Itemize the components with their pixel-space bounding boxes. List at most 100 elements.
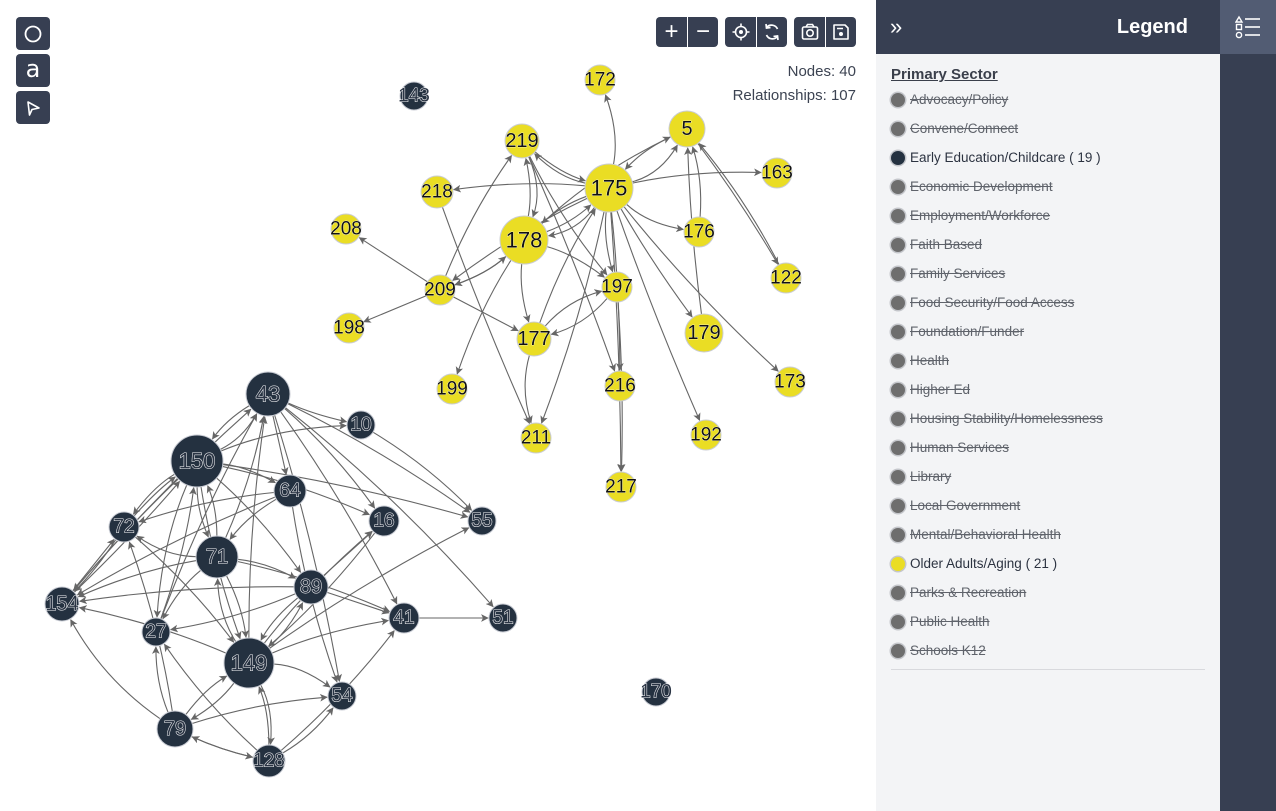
relationship-edge[interactable] <box>326 591 390 615</box>
legend-item[interactable]: Convene/Connect <box>891 114 1205 143</box>
collapse-legend-button[interactable]: » <box>890 14 903 39</box>
node-circle[interactable] <box>605 471 637 503</box>
legend-item[interactable]: Local Government <box>891 491 1205 520</box>
relationship-edge[interactable] <box>220 422 347 452</box>
node-circle[interactable] <box>368 505 400 537</box>
node-circle[interactable] <box>668 110 706 148</box>
legend-item[interactable]: Advocacy/Policy <box>891 85 1205 114</box>
relationship-edge[interactable] <box>74 539 117 592</box>
relationship-edge[interactable] <box>529 155 608 276</box>
node-circle[interactable] <box>424 274 456 306</box>
graph-node[interactable]: 211 <box>520 422 552 454</box>
relationship-edge[interactable] <box>196 486 210 538</box>
node-circle[interactable] <box>170 434 224 488</box>
relationship-edge[interactable] <box>76 496 276 596</box>
relationship-edge[interactable] <box>79 586 295 605</box>
relationship-edge[interactable] <box>534 151 586 183</box>
legend-item[interactable]: Library <box>891 462 1205 491</box>
node-circle[interactable] <box>584 64 616 96</box>
graph-node[interactable]: 199 <box>436 373 468 405</box>
node-circle[interactable] <box>388 602 420 634</box>
relationship-edge[interactable] <box>226 575 250 638</box>
relationship-edge[interactable] <box>626 203 684 233</box>
relationship-edge[interactable] <box>528 156 616 372</box>
relationship-edge[interactable] <box>225 415 267 539</box>
center-view-button[interactable] <box>725 17 756 47</box>
relationship-edge[interactable] <box>520 263 531 323</box>
relationship-edge[interactable] <box>539 208 596 324</box>
node-circle[interactable] <box>774 366 806 398</box>
relationship-edge[interactable] <box>72 408 252 592</box>
relationship-edge[interactable] <box>170 593 296 633</box>
relationship-edge[interactable] <box>604 94 616 165</box>
graph-node[interactable]: 55 <box>467 506 497 536</box>
relationship-edge[interactable] <box>185 675 228 715</box>
legend-item[interactable]: Foundation/Funder <box>891 317 1205 346</box>
graph-node[interactable]: 72 <box>108 511 140 543</box>
node-circle[interactable] <box>584 163 634 213</box>
legend-item[interactable]: Human Services <box>891 433 1205 462</box>
relationship-edge[interactable] <box>162 569 202 620</box>
node-circle[interactable] <box>399 81 429 111</box>
graph-node[interactable]: 218 <box>420 175 454 209</box>
graph-node[interactable]: 209 <box>424 274 456 306</box>
node-circle[interactable] <box>690 419 722 451</box>
node-circle[interactable] <box>641 677 671 707</box>
node-circle[interactable] <box>420 175 454 209</box>
node-circle[interactable] <box>467 506 497 536</box>
legend-item[interactable]: Family Services <box>891 259 1205 288</box>
graph-node[interactable]: 154 <box>44 586 80 622</box>
save-button[interactable] <box>825 17 856 47</box>
relationship-edge[interactable] <box>616 210 701 422</box>
relationship-edge[interactable] <box>280 411 398 605</box>
pointer-tool-button[interactable] <box>16 91 50 124</box>
relationship-edge[interactable] <box>523 157 532 217</box>
graph-node[interactable]: 178 <box>499 215 549 265</box>
relationship-edge[interactable] <box>136 535 197 558</box>
node-circle[interactable] <box>683 216 715 248</box>
relationship-edge[interactable] <box>546 246 605 278</box>
graph-node[interactable]: 172 <box>584 64 616 96</box>
node-circle[interactable] <box>684 313 724 353</box>
relationship-edge[interactable] <box>229 498 277 540</box>
relationship-edge[interactable] <box>216 477 302 573</box>
graph-node[interactable]: 192 <box>690 419 722 451</box>
graph-node[interactable]: 64 <box>273 474 307 508</box>
graph-node[interactable]: 208 <box>330 213 362 245</box>
graph-node[interactable]: 177 <box>516 321 552 357</box>
node-circle[interactable] <box>436 373 468 405</box>
legend-item[interactable]: Mental/Behavioral Health <box>891 520 1205 549</box>
relationship-edge[interactable] <box>138 491 275 524</box>
graph-node[interactable]: 197 <box>601 271 633 303</box>
relationship-edge[interactable] <box>134 536 235 643</box>
node-circle[interactable] <box>141 617 171 647</box>
relationship-edge[interactable] <box>273 663 331 688</box>
graph-node[interactable]: 54 <box>327 681 357 711</box>
relationship-edge[interactable] <box>152 646 169 713</box>
legend-item[interactable]: Higher Ed <box>891 375 1205 404</box>
node-circle[interactable] <box>601 271 633 303</box>
relationship-edge[interactable] <box>524 355 533 424</box>
graph-node[interactable]: 175 <box>584 163 634 213</box>
relationship-edge[interactable] <box>268 527 470 649</box>
graph-node[interactable]: 27 <box>141 617 171 647</box>
relationship-edge[interactable] <box>453 296 519 332</box>
graph-node[interactable]: 41 <box>388 602 420 634</box>
relationship-edge[interactable] <box>258 686 270 746</box>
graph-node[interactable]: 216 <box>604 370 636 402</box>
relationship-edge[interactable] <box>284 407 376 509</box>
legend-toggle-button[interactable] <box>1220 0 1276 54</box>
relationship-edge[interactable] <box>72 538 115 592</box>
relationship-edge[interactable] <box>260 597 299 641</box>
relationship-edge[interactable] <box>164 643 258 751</box>
legend-section-title[interactable]: Primary Sector <box>891 66 998 83</box>
graph-node[interactable]: 173 <box>774 366 806 398</box>
node-circle[interactable] <box>333 312 365 344</box>
node-circle[interactable] <box>488 603 518 633</box>
graph-node[interactable]: 16 <box>368 505 400 537</box>
text-label-tool-button[interactable]: a <box>16 54 50 87</box>
relationship-edge[interactable] <box>441 206 531 425</box>
relationship-edge[interactable] <box>222 463 276 484</box>
